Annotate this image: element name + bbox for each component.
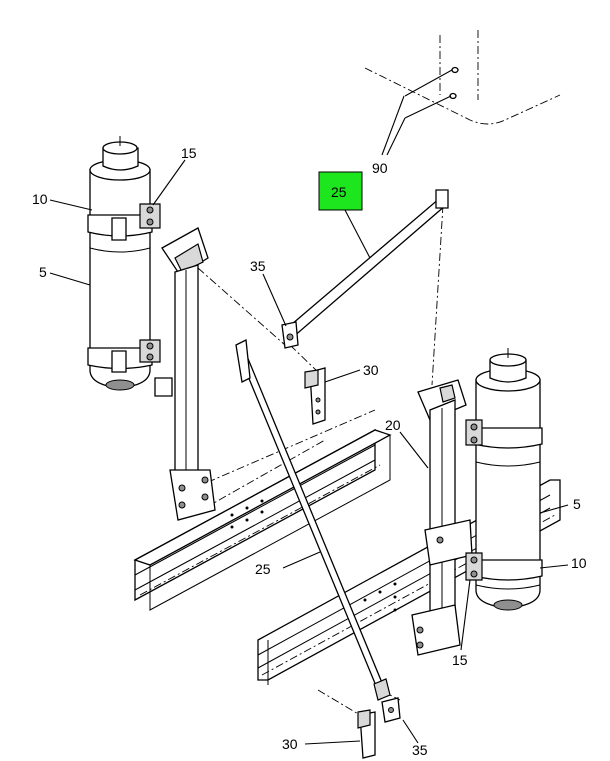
clamp-right-upper <box>465 419 543 449</box>
callouts: 90 25 15 10 5 35 30 20 5 10 25 15 30 35 <box>32 145 587 758</box>
callout-5-right[interactable]: 5 <box>573 496 581 512</box>
callout-15-right[interactable]: 15 <box>452 652 468 668</box>
callout-20[interactable]: 20 <box>385 417 401 433</box>
brace-rod-long <box>235 338 391 701</box>
bracket-30-bottom <box>357 709 376 759</box>
callout-25-middle[interactable]: 25 <box>255 561 271 577</box>
leader-lines <box>49 95 569 745</box>
callout-5-left[interactable]: 5 <box>39 264 47 280</box>
callout-90[interactable]: 90 <box>372 160 388 176</box>
clip-35-bottom <box>381 697 401 723</box>
assembly-line-4 <box>289 344 319 373</box>
callout-10-right[interactable]: 10 <box>571 555 587 571</box>
cab-corner-outline <box>364 30 561 125</box>
callout-30-middle[interactable]: 30 <box>363 362 379 378</box>
mounting-bracket-left <box>161 227 216 521</box>
mounting-bracket-right <box>411 379 473 656</box>
callout-35-top[interactable]: 35 <box>250 258 266 274</box>
assembly-line-5 <box>431 204 444 386</box>
callout-10-left[interactable]: 10 <box>32 191 48 207</box>
callout-25-top[interactable]: 25 <box>331 184 347 200</box>
callout-35-bottom[interactable]: 35 <box>412 742 428 758</box>
brace-rod-upper <box>281 189 449 349</box>
callout-25-highlight[interactable] <box>318 171 363 211</box>
assembly-line-2 <box>204 439 326 509</box>
clamp-left-bracket <box>154 377 173 397</box>
bracket-30-middle <box>304 367 326 425</box>
assembly-line-3 <box>197 267 286 346</box>
clamp-right-lower <box>465 552 543 581</box>
callout-15-left[interactable]: 15 <box>181 145 197 161</box>
callout-30-bottom[interactable]: 30 <box>282 736 298 752</box>
frame-rail-left <box>133 428 392 611</box>
clamp-left-lower <box>87 339 161 373</box>
